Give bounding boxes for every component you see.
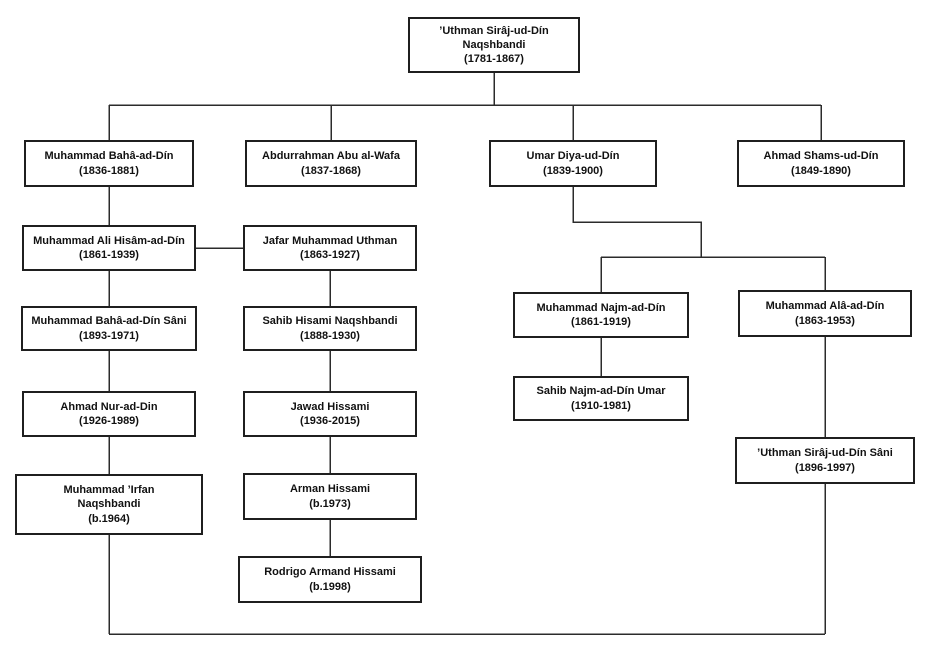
person-years: (b.1964) <box>88 512 130 525</box>
person-name: Abdurrahman Abu al-Wafa <box>262 150 400 163</box>
person-node-jafar: Jafar Muhammad Uthman (1863-1927) <box>243 225 417 271</box>
person-name: Jafar Muhammad Uthman <box>262 234 398 247</box>
person-years: (1893-1971) <box>79 329 139 342</box>
person-node-uthman-sani: ’Uthman Sirâj-ud-Dín Sâni (1896-1997) <box>735 437 915 484</box>
person-name: Ahmad Shams-ud-Dín <box>763 150 879 163</box>
person-node-shams: Ahmad Shams-ud-Dín (1849-1890) <box>737 140 905 187</box>
person-name: Sahib Najm-ad-Dín Umar <box>536 385 666 398</box>
person-name: Muhammad ’Irfan <box>63 484 155 497</box>
person-name: Muhammad Bahâ-ad-Dín <box>44 150 174 163</box>
person-years: (1839-1900) <box>543 164 603 177</box>
person-years: (1781-1867) <box>464 53 524 66</box>
person-node-sahib-hisami: Sahib Hisami Naqshbandi (1888-1930) <box>243 306 417 351</box>
person-name: Jawad Hissami <box>290 400 370 413</box>
person-years: (b.1973) <box>309 497 351 510</box>
person-name: Muhammad Bahâ-ad-Dín Sâni <box>31 315 187 328</box>
person-node-ali-hisam: Muhammad Ali Hisâm-ad-Dín (1861-1939) <box>22 225 196 271</box>
person-years: (1861-1919) <box>571 316 631 328</box>
person-name: Rodrigo Armand Hissami <box>264 566 396 579</box>
person-years: (1861-1939) <box>79 249 139 261</box>
person-node-abdurrahman: Abdurrahman Abu al-Wafa (1837-1868) <box>245 140 417 187</box>
person-years: (1888-1930) <box>300 329 360 342</box>
edge-umar-branch <box>572 187 702 257</box>
person-years: (1837-1868) <box>301 164 361 177</box>
person-name: Ahmad Nur-ad-Din <box>60 400 158 413</box>
person-node-baha: Muhammad Bahâ-ad-Dín (1836-1881) <box>24 140 194 187</box>
person-years: (1896-1997) <box>795 461 855 474</box>
person-years: (1910-1981) <box>571 399 631 412</box>
person-years: (1863-1927) <box>300 249 360 261</box>
person-years: (1849-1890) <box>791 164 851 177</box>
person-years: (1836-1881) <box>79 164 139 177</box>
person-node-sahib-najm: Sahib Najm-ad-Dín Umar (1910-1981) <box>513 376 689 421</box>
person-node-najm: Muhammad Najm-ad-Dín (1861-1919) <box>513 292 689 338</box>
person-node-baha-sani: Muhammad Bahâ-ad-Dín Sâni (1893-1971) <box>21 306 197 351</box>
person-name-line2: Naqshbandi <box>462 38 526 51</box>
person-node-umar: Umar Diya-ud-Dín (1839-1900) <box>489 140 657 187</box>
person-name: Umar Diya-ud-Dín <box>526 150 620 163</box>
person-node-rodrigo: Rodrigo Armand Hissami (b.1998) <box>238 556 422 603</box>
person-years: (1926-1989) <box>79 415 139 427</box>
person-name: Muhammad Alâ-ad-Dín <box>765 300 885 313</box>
person-name: Muhammad Ali Hisâm-ad-Dín <box>33 234 185 247</box>
person-name: ’Uthman Sirâj-ud-Dín Sâni <box>757 447 893 460</box>
person-name-line2: Naqshbandi <box>77 498 141 511</box>
person-name: Arman Hissami <box>289 483 371 496</box>
person-node-irfan: Muhammad ’Irfan Naqshbandi (b.1964) <box>15 474 203 535</box>
person-node-ala: Muhammad Alâ-ad-Dín (1863-1953) <box>738 290 912 337</box>
person-years: (1863-1953) <box>795 314 855 327</box>
person-name: Sahib Hisami Naqshbandi <box>262 315 398 328</box>
person-node-nur: Ahmad Nur-ad-Din (1926-1989) <box>22 391 196 437</box>
person-years: (1936-2015) <box>300 415 360 427</box>
person-name: Muhammad Najm-ad-Dín <box>536 301 666 314</box>
person-node-root: ’Uthman Sirâj-ud-Dín Naqshbandi (1781-18… <box>408 17 580 73</box>
person-node-arman: Arman Hissami (b.1973) <box>243 473 417 520</box>
person-name: ’Uthman Sirâj-ud-Dín <box>439 24 549 37</box>
person-node-jawad: Jawad Hissami (1936-2015) <box>243 391 417 437</box>
person-years: (b.1998) <box>309 580 351 593</box>
